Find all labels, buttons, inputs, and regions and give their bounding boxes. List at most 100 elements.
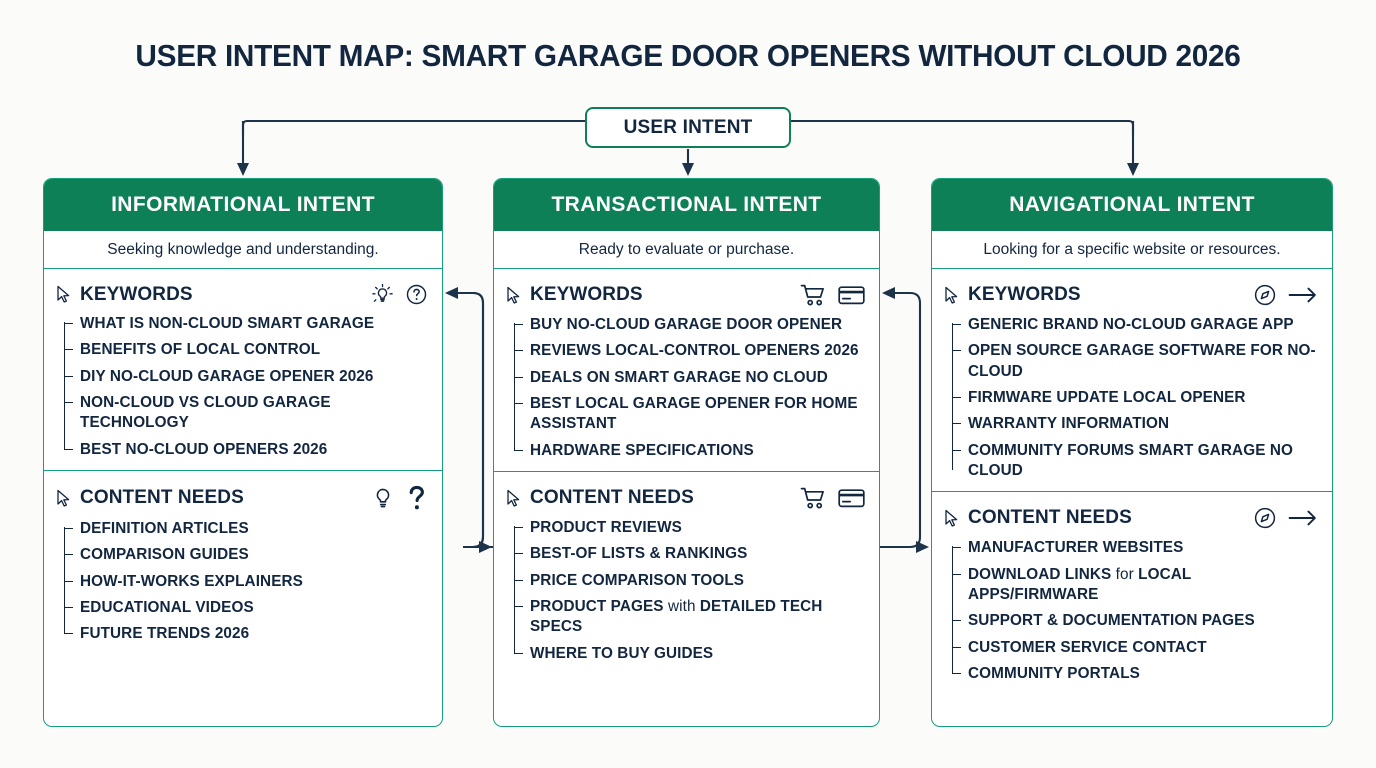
cursor-icon	[57, 489, 70, 507]
list-item: COMMUNITY PORTALS	[952, 664, 1320, 684]
list-item: REVIEWS LOCAL-CONTROL OPENERS 2026	[514, 341, 867, 361]
connector-col2-loop	[895, 291, 922, 549]
column-header-informational: INFORMATIONAL INTENT	[44, 179, 442, 231]
arrowhead-transactional	[682, 163, 694, 176]
list-item: COMPARISON GUIDES	[64, 545, 430, 565]
section-keywords-transactional: KEYWORDS BUY NO-CLOUD GARAGE DOOR OPEN	[494, 269, 879, 473]
list-item: CUSTOMER SERVICE CONTACT	[952, 638, 1320, 658]
page-title: USER INTENT MAP: SMART GARAGE DOOR OPENE…	[135, 38, 1241, 73]
list-item: COMMUNITY FORUMS SMART GARAGE NO CLOUD	[952, 441, 1320, 482]
section-icons	[371, 283, 428, 306]
cursor-icon	[945, 509, 958, 527]
arrow-right-icon	[1288, 511, 1316, 526]
shopping-cart-icon	[800, 284, 824, 306]
list-item: PRODUCT PAGES with DETAILED TECH SPECS	[514, 597, 867, 638]
list-item: OPEN SOURCE GARAGE SOFTWARE FOR NO-CLOUD	[952, 341, 1320, 382]
column-subtitle-navigational: Looking for a specific website or resour…	[932, 231, 1332, 269]
keyword-list-navigational: GENERIC BRAND NO-CLOUD GARAGE APP OPEN S…	[944, 315, 1320, 481]
section-icons	[1253, 506, 1318, 530]
section-header-keywords: KEYWORDS	[944, 283, 1320, 307]
cursor-icon	[507, 286, 520, 304]
section-header-keywords: KEYWORDS	[506, 283, 867, 307]
section-header-content-needs: CONTENT NEEDS	[944, 506, 1320, 530]
list-item: SUPPORT & DOCUMENTATION PAGES	[952, 611, 1320, 631]
connector-root-to-informational	[241, 119, 585, 135]
list-item: GENERIC BRAND NO-CLOUD GARAGE APP	[952, 315, 1320, 335]
list-item: MANUFACTURER WEBSITES	[952, 538, 1320, 558]
arrowhead-left-col2-keywords	[882, 287, 895, 299]
list-item: HARDWARE SPECIFICATIONS	[514, 441, 867, 461]
section-icons	[1253, 283, 1318, 307]
section-content-needs-informational: CONTENT NEEDS DEFINITION ARTICLES COMPAR…	[44, 471, 442, 655]
section-icons	[800, 283, 865, 307]
lightbulb-icon	[376, 488, 390, 508]
list-item: DEALS ON SMART GARAGE NO CLOUD	[514, 368, 867, 388]
intent-column-navigational[interactable]: NAVIGATIONAL INTENT Looking for a specif…	[931, 178, 1333, 727]
list-item: WARRANTY INFORMATION	[952, 414, 1320, 434]
section-title: KEYWORDS	[530, 284, 643, 305]
section-keywords-informational: KEYWORDS WHAT IS NON-CLOUD SMART GARAG	[44, 269, 442, 472]
list-item: BEST LOCAL GARAGE OPENER FOR HOME ASSIST…	[514, 394, 867, 435]
list-item: HOW-IT-WORKS EXPLAINERS	[64, 572, 430, 592]
column-header-transactional: TRANSACTIONAL INTENT	[494, 179, 879, 231]
column-subtitle-informational: Seeking knowledge and understanding.	[44, 231, 442, 269]
section-icons	[800, 486, 865, 510]
root-node-user-intent[interactable]: USER INTENT	[585, 107, 791, 148]
list-item: FUTURE TRENDS 2026	[64, 624, 430, 644]
list-item: DEFINITION ARTICLES	[64, 519, 430, 539]
credit-card-icon	[838, 489, 865, 508]
section-header-content-needs: CONTENT NEEDS	[56, 485, 430, 511]
list-item: EDUCATIONAL VIDEOS	[64, 598, 430, 618]
arrowhead-navigational	[1127, 163, 1139, 176]
section-content-needs-navigational: CONTENT NEEDS MANUFACTURER WEBSITES DOWN…	[932, 492, 1332, 694]
list-item: WHERE TO BUY GUIDES	[514, 644, 867, 664]
list-item: DIY NO-CLOUD GARAGE OPENER 2026	[64, 367, 430, 387]
content-needs-list-transactional: PRODUCT REVIEWS BEST-OF LISTS & RANKINGS…	[506, 518, 867, 664]
arrowhead-right-col3-content-needs	[916, 541, 929, 553]
list-item: DOWNLOAD LINKS for LOCAL APPS/FIRMWARE	[952, 565, 1320, 606]
list-item: PRODUCT REVIEWS	[514, 518, 867, 538]
connector-col1-loop	[458, 291, 485, 549]
list-item: BEST-OF LISTS & RANKINGS	[514, 544, 867, 564]
section-title: CONTENT NEEDS	[968, 507, 1132, 529]
intent-column-transactional[interactable]: TRANSACTIONAL INTENT Ready to evaluate o…	[493, 178, 880, 727]
cursor-icon	[945, 286, 958, 304]
question-circle-icon	[406, 284, 427, 305]
arrowhead-left-col1-keywords	[445, 287, 458, 299]
section-keywords-navigational: KEYWORDS GENERIC BRAND NO-CLOUD GARAGE A…	[932, 269, 1332, 493]
compass-icon	[1254, 284, 1276, 306]
section-title: CONTENT NEEDS	[80, 487, 244, 509]
list-item: BENEFITS OF LOCAL CONTROL	[64, 340, 430, 360]
section-header-keywords: KEYWORDS	[56, 283, 430, 306]
question-mark-icon	[409, 485, 424, 510]
cursor-icon	[507, 489, 520, 507]
credit-card-icon	[838, 286, 865, 305]
connector-root-to-navigational	[791, 119, 1135, 135]
list-item: WHAT IS NON-CLOUD SMART GARAGE	[64, 314, 430, 334]
section-title: KEYWORDS	[968, 284, 1081, 305]
section-content-needs-transactional: CONTENT NEEDS PRODUCT REVIEWS	[494, 472, 879, 674]
list-item: FIRMWARE UPDATE LOCAL OPENER	[952, 388, 1320, 408]
lightbulb-icon	[372, 283, 393, 302]
section-header-content-needs: CONTENT NEEDS	[506, 486, 867, 510]
content-needs-list-navigational: MANUFACTURER WEBSITES DOWNLOAD LINKS for…	[944, 538, 1320, 684]
list-item: PRICE COMPARISON TOOLS	[514, 571, 867, 591]
intent-column-informational[interactable]: INFORMATIONAL INTENT Seeking knowledge a…	[43, 178, 443, 727]
section-title: CONTENT NEEDS	[530, 487, 694, 509]
list-item: BUY NO-CLOUD GARAGE DOOR OPENER	[514, 315, 867, 335]
compass-icon	[1254, 508, 1276, 529]
list-item: BEST NO-CLOUD OPENERS 2026	[64, 440, 430, 460]
section-title: KEYWORDS	[80, 283, 193, 305]
column-subtitle-transactional: Ready to evaluate or purchase.	[494, 231, 879, 269]
cursor-icon	[57, 285, 70, 303]
section-icons	[371, 485, 428, 511]
content-needs-list-informational: DEFINITION ARTICLES COMPARISON GUIDES HO…	[56, 519, 430, 645]
keyword-list-transactional: BUY NO-CLOUD GARAGE DOOR OPENER REVIEWS …	[506, 315, 867, 461]
arrowhead-right-col2-content-needs	[479, 541, 492, 553]
arrow-right-icon	[1288, 287, 1316, 303]
column-header-navigational: NAVIGATIONAL INTENT	[932, 179, 1332, 231]
keyword-list-informational: WHAT IS NON-CLOUD SMART GARAGE BENEFITS …	[56, 314, 430, 460]
arrowhead-informational	[237, 163, 249, 176]
shopping-cart-icon	[800, 487, 824, 509]
